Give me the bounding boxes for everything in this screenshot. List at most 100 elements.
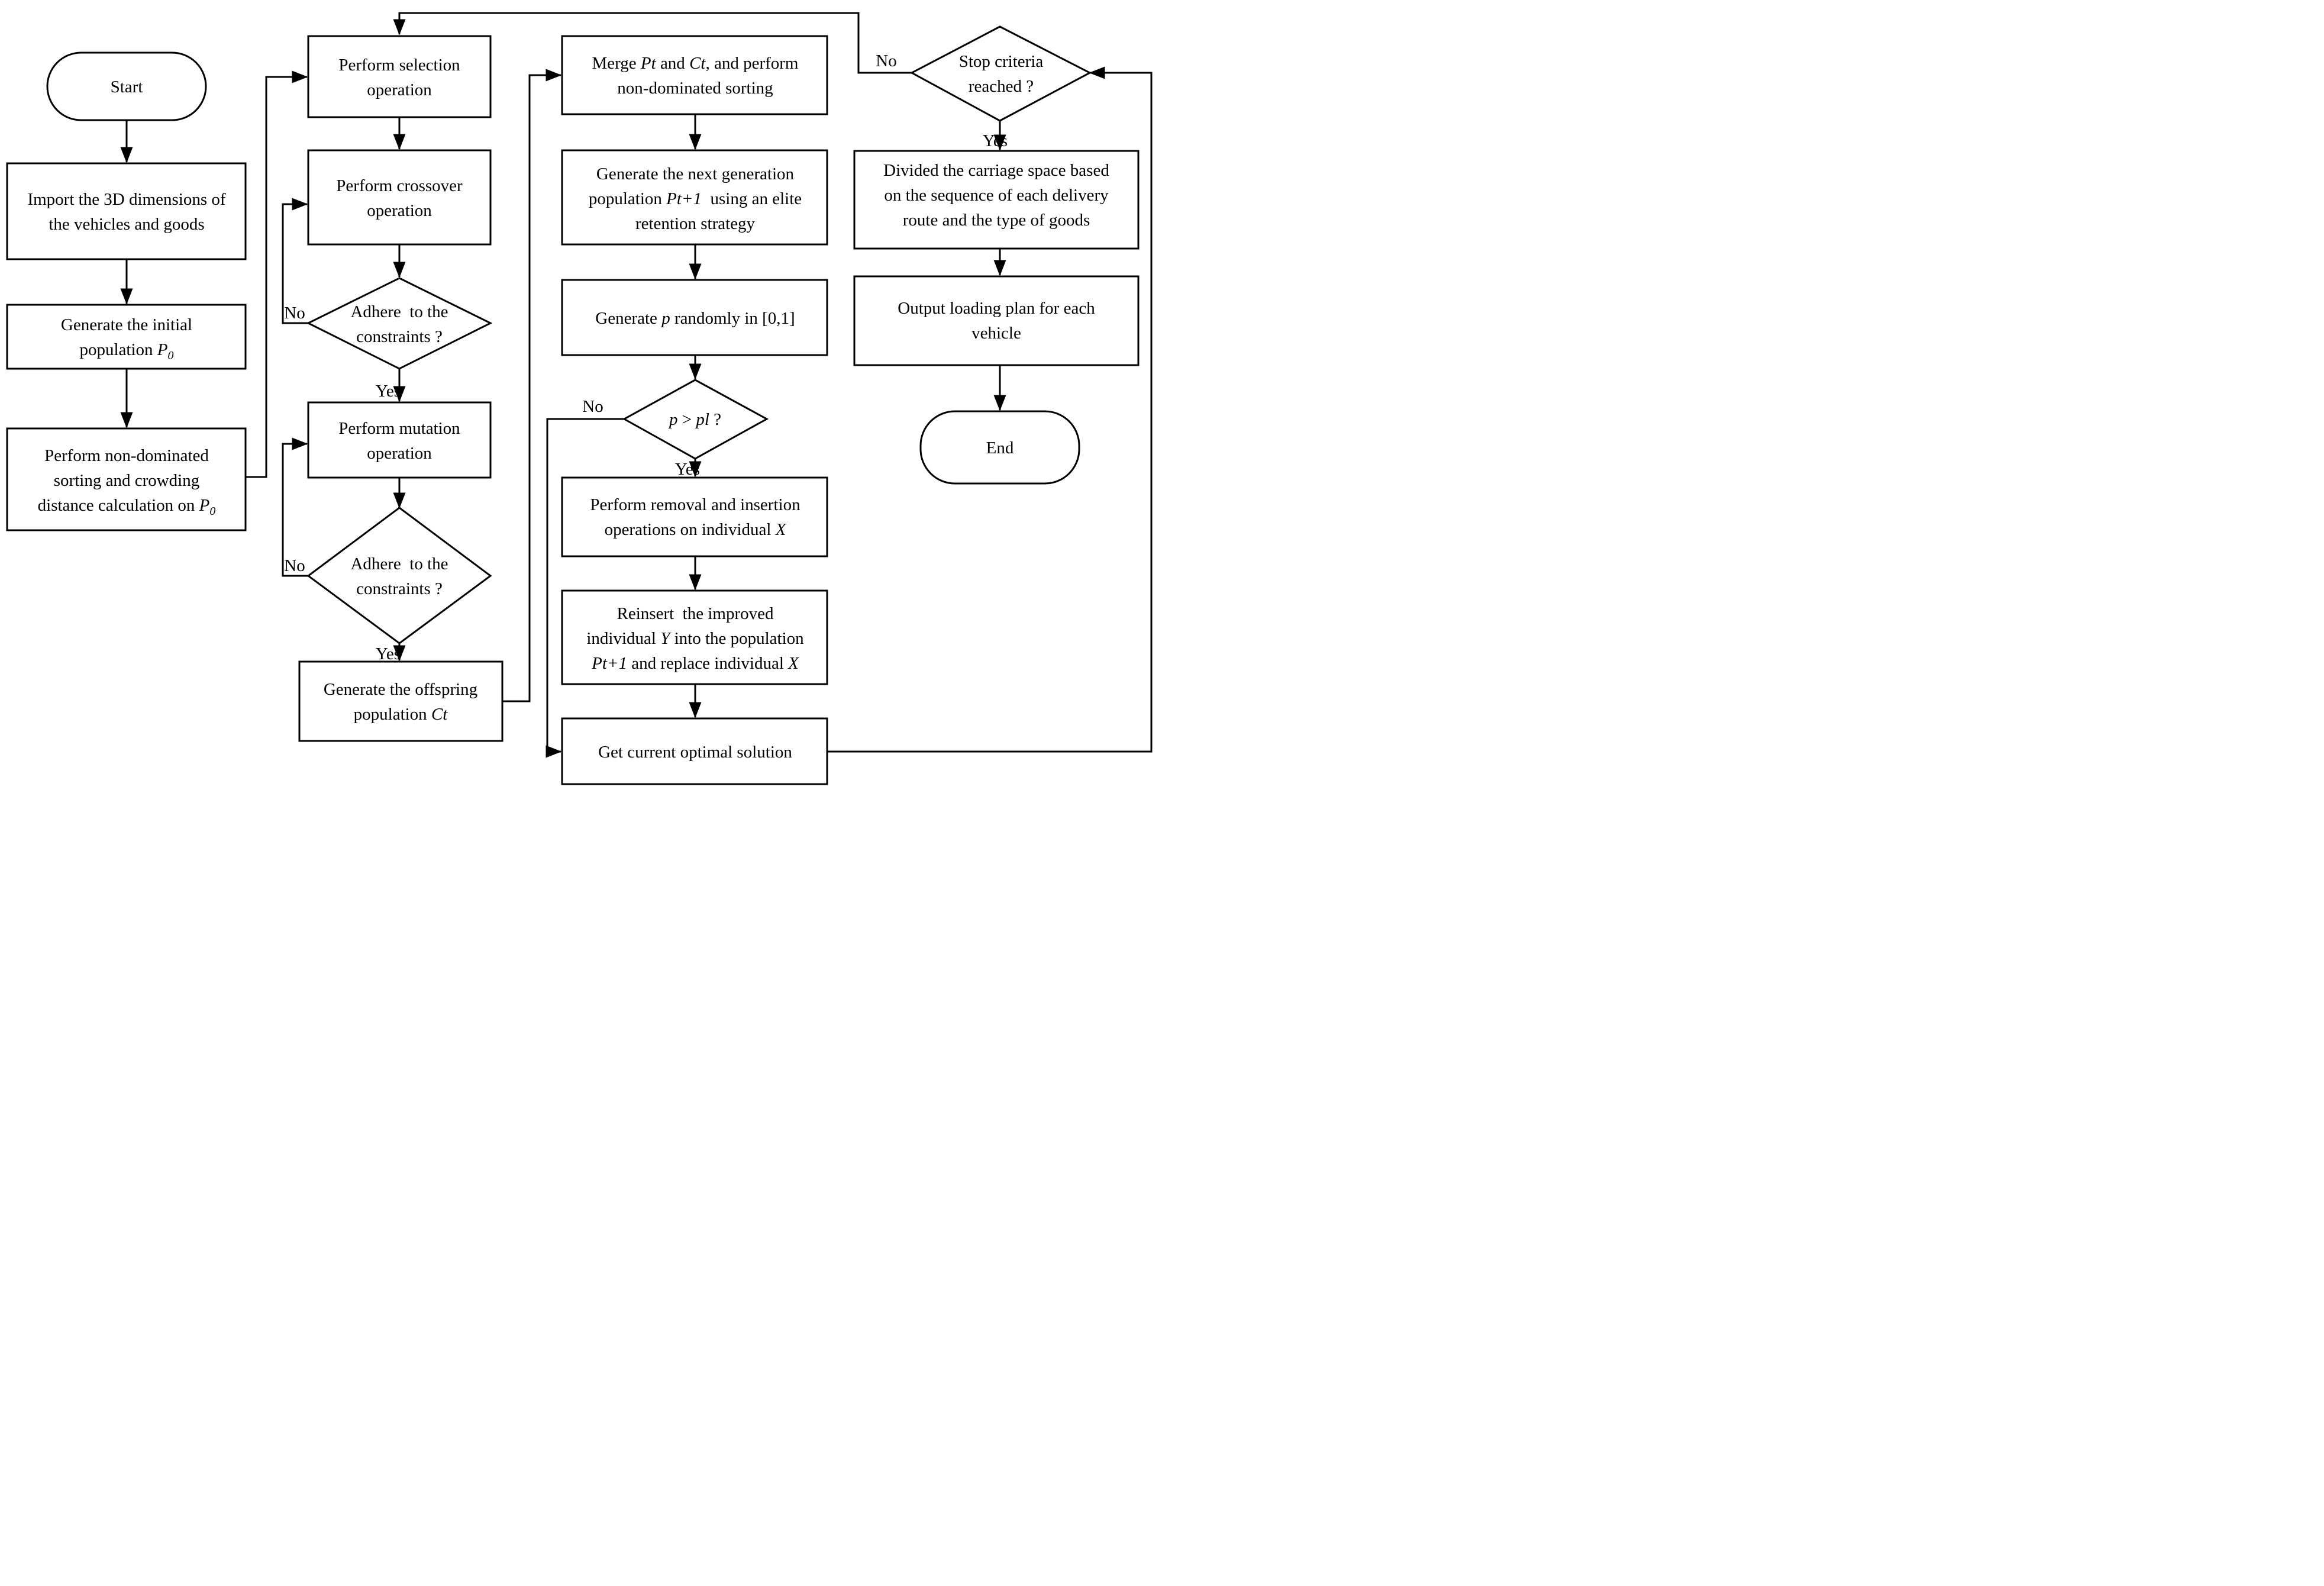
node-import-dimensions: Import the 3D dimensions of the vehicles… — [6, 162, 247, 260]
crossover-line-2: operation — [367, 201, 432, 220]
node-reinsert-individual: Reinsert the improved individual Y into … — [561, 589, 828, 685]
flowchart-canvas: No Yes No Yes No Yes No Yes Start Import… — [0, 0, 1162, 793]
node-generate-initial-population: Generate the initial population P0 — [6, 304, 247, 370]
node-generate-p-random: Generate p randomly in [0,1] — [561, 279, 828, 356]
merge-process-shape — [561, 35, 828, 115]
node-divide-carriage-space: Divided the carriage space based on the … — [853, 150, 1140, 250]
constraints1-line-2: constraints ? — [356, 327, 443, 346]
node-merge-populations: Merge Pt and Ct, and perform non-dominat… — [561, 35, 828, 115]
node-output-loading-plan: Output loading plan for each vehicle — [853, 275, 1140, 366]
output-process-shape — [853, 275, 1140, 366]
crossover-process-shape — [307, 149, 492, 246]
edge-sorting-to-selection — [246, 70, 308, 478]
node-generate-offspring: Generate the offspring population Ct — [298, 660, 503, 742]
reinsert-line-3: Pt+1 and replace individual X — [591, 654, 799, 673]
node-constraints-decision-1: Adhere to the constraints ? — [306, 277, 493, 370]
edge-constraints2-no-to-mutation — [282, 437, 308, 577]
sorting-line-2: sorting and crowding — [54, 471, 199, 490]
label-yes-stopcriteria: Yes — [983, 131, 1008, 150]
pcheck-decision-shape — [622, 379, 769, 460]
flowchart-svg: No Yes No Yes No Yes No Yes Start Import… — [6, 12, 1153, 785]
offspring-line-2: population Ct — [354, 705, 448, 724]
edge-stopcriteria-no-to-selection — [393, 12, 912, 74]
label-no-stopcriteria: No — [876, 51, 896, 70]
constraints1-decision-shape — [306, 277, 493, 370]
generatep-process-shape — [561, 279, 828, 356]
geninit-line-1: Generate the initial — [61, 315, 192, 334]
label-no-constraints2: No — [284, 556, 305, 575]
output-line-2: vehicle — [971, 324, 1021, 343]
label-yes-pcheck: Yes — [675, 460, 700, 479]
edge-offspring-to-merge — [502, 69, 562, 702]
offspring-line-1: Generate the offspring — [324, 680, 477, 699]
sorting-line-3: distance calculation on P0 — [38, 496, 216, 518]
edges — [120, 12, 1153, 758]
node-start: Start — [46, 51, 207, 121]
edge-constraints1-no-to-crossover — [282, 198, 308, 324]
getoptimal-line-1: Get current optimal solution — [598, 743, 792, 762]
constraints2-decision-shape — [306, 507, 492, 644]
sorting-line-1: Perform non-dominated — [44, 446, 209, 465]
nextgen-line-1: Generate the next generation — [596, 165, 795, 183]
import-line-1: Import the 3D dimensions of — [27, 190, 225, 209]
label-yes-constraints2: Yes — [376, 644, 401, 663]
mutation-line-2: operation — [367, 444, 432, 463]
reinsert-line-1: Reinsert the improved — [617, 604, 774, 623]
nextgen-line-2: population Pt+1 using an elite — [589, 189, 802, 208]
end-terminator-shape — [919, 410, 1080, 485]
branch-labels: No Yes No Yes No Yes No Yes — [284, 51, 1008, 663]
geninit-process-shape — [6, 304, 247, 370]
node-removal-insertion: Perform removal and insertion operations… — [561, 476, 828, 557]
selection-process-shape — [307, 35, 492, 118]
stopcriteria-line-2: reached ? — [969, 77, 1034, 96]
node-nondominated-sorting-p0: Perform non-dominated sorting and crowdi… — [6, 427, 247, 531]
nextgen-line-3: retention strategy — [635, 214, 756, 233]
removal-line-2: operations on individual X — [605, 520, 787, 539]
sorting-process-shape — [6, 427, 247, 531]
node-stop-criteria-decision: Stop criteria reached ? — [909, 25, 1092, 122]
divided-process-shape — [853, 150, 1140, 250]
selection-line-2: operation — [367, 80, 432, 99]
node-p-greater-pl-decision: p > pl ? — [622, 379, 769, 460]
mutation-process-shape — [307, 401, 492, 479]
start-label: Start — [111, 78, 143, 96]
import-line-2: the vehicles and goods — [49, 215, 204, 234]
selection-line-1: Perform selection — [338, 56, 460, 75]
constraints2-line-2: constraints ? — [356, 579, 443, 598]
stopcriteria-line-1: Stop criteria — [959, 52, 1044, 71]
offspring-process-shape — [298, 660, 503, 742]
label-yes-constraints1: Yes — [376, 382, 401, 401]
divided-line-1: Divided the carriage space based — [883, 161, 1109, 180]
output-line-1: Output loading plan for each — [898, 299, 1095, 318]
constraints2-line-1: Adhere to the — [350, 555, 448, 573]
reinsert-process-shape — [561, 589, 828, 685]
node-selection-operation: Perform selection operation — [307, 35, 492, 118]
label-no-constraints1: No — [284, 304, 305, 323]
label-no-pcheck: No — [582, 397, 603, 416]
node-crossover-operation: Perform crossover operation — [307, 149, 492, 246]
stopcriteria-decision-shape — [909, 25, 1092, 122]
edge-pcheck-no-to-getoptimal — [546, 418, 624, 758]
constraints1-line-1: Adhere to the — [350, 302, 448, 321]
generatep-line-1: Generate p randomly in [0,1] — [595, 309, 795, 328]
nextgen-process-shape — [561, 149, 828, 246]
getoptimal-process-shape — [561, 717, 828, 785]
divided-line-3: route and the type of goods — [903, 211, 1090, 230]
edge-getoptimal-to-stopcriteria — [827, 66, 1153, 753]
node-get-optimal-solution: Get current optimal solution — [561, 717, 828, 785]
crossover-line-1: Perform crossover — [336, 176, 463, 195]
node-mutation-operation: Perform mutation operation — [307, 401, 492, 479]
start-terminator-shape — [46, 51, 207, 121]
end-label: End — [986, 439, 1014, 457]
removal-line-1: Perform removal and insertion — [590, 495, 801, 514]
node-next-generation-population: Generate the next generation population … — [561, 149, 828, 246]
mutation-line-1: Perform mutation — [338, 419, 460, 438]
divided-line-2: on the sequence of each delivery — [884, 186, 1109, 205]
removal-process-shape — [561, 476, 828, 557]
import-process-shape — [6, 162, 247, 260]
pcheck-line-1: p > pl ? — [668, 410, 721, 429]
merge-line-2: non-dominated sorting — [617, 79, 773, 98]
reinsert-line-2: individual Y into the population — [586, 629, 804, 648]
node-end: End — [919, 410, 1080, 485]
merge-line-1: Merge Pt and Ct, and perform — [592, 54, 798, 73]
